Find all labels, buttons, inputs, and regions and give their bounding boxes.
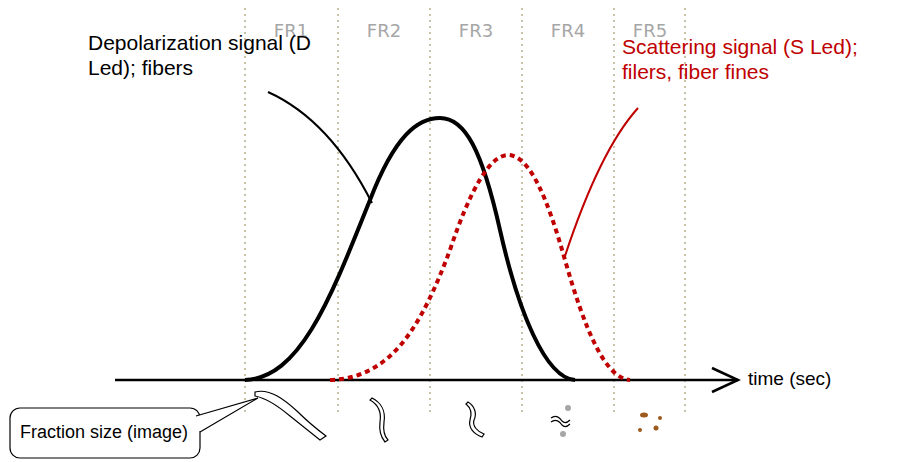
signal-label: Scattering signal (S Led); filers, fiber…: [622, 34, 894, 84]
fraction-label: FR2: [367, 20, 401, 42]
leader-line: [268, 92, 372, 203]
scattering-curve: [330, 155, 630, 380]
fiber-images: [255, 391, 570, 442]
fraction-label: FR3: [459, 20, 493, 42]
time-axis: [115, 368, 738, 392]
depolarization-curve: [245, 118, 575, 380]
callout-text: Fraction size (image): [20, 422, 190, 444]
fraction-label: FR4: [551, 20, 585, 42]
callout-bubble: [10, 398, 258, 458]
callout-box: Fraction size (image): [10, 408, 200, 458]
leader-line: [565, 108, 638, 256]
axis-label: time (sec): [748, 368, 831, 391]
fraction-dividers: [245, 8, 685, 412]
fine-particles: [560, 405, 662, 437]
signal-label: Depolarization signal (D Led); fibers: [88, 30, 316, 80]
